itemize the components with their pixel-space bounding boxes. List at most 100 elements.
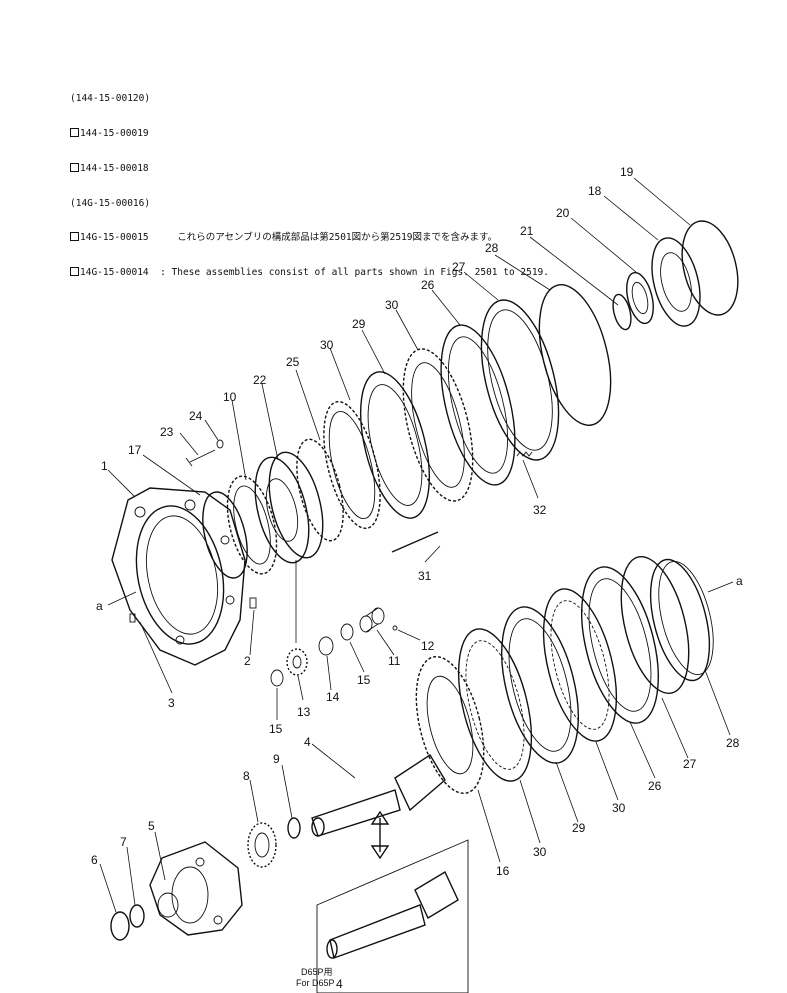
clutch-disc-part-30-b — [402, 348, 474, 502]
washer-part-7 — [129, 904, 145, 928]
piston-part-18 — [651, 237, 701, 327]
callout-13: 13 — [297, 705, 311, 719]
callout-a-left: a — [96, 599, 103, 613]
callout-3: 3 — [168, 696, 175, 710]
snap-ring-part-9 — [287, 817, 301, 839]
leader-lines — [99, 177, 734, 913]
callout-30-c: 30 — [533, 845, 547, 859]
callout-23: 23 — [160, 425, 174, 439]
checkbox-square-icon — [70, 162, 79, 172]
inset-label-jp: D65P用 — [301, 967, 333, 977]
callout-1: 1 — [101, 459, 108, 473]
spacer-part-15-a — [270, 669, 284, 687]
dowel-part-2 — [249, 597, 257, 609]
callout-32: 32 — [533, 503, 547, 517]
housing-part-1 — [111, 487, 246, 666]
inset-label-en: For D65P — [296, 978, 335, 988]
callout-7: 7 — [120, 835, 127, 849]
planet-carrier-part-5 — [149, 841, 243, 936]
callout-28-b: 28 — [726, 736, 740, 750]
pinion-gear-part-13 — [286, 648, 308, 676]
callout-9: 9 — [273, 752, 280, 766]
checkbox-square-icon — [70, 267, 79, 277]
callout-27-a: 27 — [452, 260, 466, 274]
callout-15-b: 15 — [357, 673, 371, 687]
header-line: 14G-15-00015 これらのアセンブリの構成部品は第2501図から第251… — [70, 232, 549, 244]
callout-5: 5 — [148, 819, 155, 833]
callout-8: 8 — [243, 769, 250, 783]
ring-gear-part-10 — [226, 475, 278, 575]
callout-a-right: a — [736, 574, 743, 588]
clutch-disc-part-30 — [323, 400, 381, 530]
callout-30-d: 30 — [612, 801, 626, 815]
dowel-part-3 — [129, 613, 136, 623]
callout-21: 21 — [520, 224, 534, 238]
clutch-plate-part-29-b — [501, 606, 579, 764]
callout-4-inset: 4 — [336, 977, 343, 991]
snap-ring-part-21 — [612, 293, 632, 331]
callout-31: 31 — [418, 569, 432, 583]
plate-part-27-b — [620, 555, 690, 695]
seal-ring-part-19 — [681, 220, 739, 316]
shaft-part-4 — [311, 754, 446, 837]
clutch-plate-part-26-b — [581, 566, 659, 724]
header-line: (14G-15-00016) — [70, 197, 151, 209]
callout-28-a: 28 — [485, 241, 499, 255]
ball-part-12 — [392, 625, 398, 631]
gear-part-25 — [296, 438, 344, 542]
d65p-inset — [316, 839, 469, 993]
header-line: 144-15-00019 — [70, 127, 549, 140]
checkbox-square-icon — [70, 127, 79, 137]
clutch-disc-part-30-c — [457, 628, 533, 782]
callout-25: 25 — [286, 355, 300, 369]
checkbox-square-icon — [70, 232, 79, 242]
callout-16: 16 — [496, 864, 510, 878]
plate-part-27 — [480, 299, 560, 461]
callout-24: 24 — [189, 409, 203, 423]
callout-10: 10 — [223, 390, 237, 404]
callout-29-b: 29 — [572, 821, 586, 835]
callout-12: 12 — [421, 639, 435, 653]
shaft-part-11 — [359, 607, 385, 633]
clutch-disc-part-30-d — [542, 588, 618, 742]
clutch-plate-part-26 — [440, 324, 516, 486]
carrier-part-22 — [254, 451, 324, 564]
callout-26-b: 26 — [648, 779, 662, 793]
callout-22: 22 — [253, 373, 267, 387]
spacer-part-15-b — [340, 623, 354, 641]
callout-30-b: 30 — [385, 298, 399, 312]
assembly-header: (144-15-00120) 144-15-00019 144-15-00018… — [70, 70, 549, 302]
callout-19: 19 — [620, 165, 634, 179]
callout-17: 17 — [128, 443, 142, 457]
callout-27-b: 27 — [683, 757, 697, 771]
callout-labels: 1 17 23 24 10 22 25 30 29 30 26 27 28 21… — [91, 165, 743, 991]
ring-part-28 — [538, 284, 612, 426]
gear-part-16 — [415, 655, 485, 795]
callout-2: 2 — [244, 654, 251, 668]
washer-part-24 — [216, 439, 224, 449]
callout-4: 4 — [304, 735, 311, 749]
snap-ring-part-6 — [110, 911, 130, 941]
ring-part-28-b — [649, 558, 714, 682]
snap-ring-part-17 — [202, 491, 248, 579]
clutch-plate-part-29 — [359, 371, 431, 519]
callout-26-a: 26 — [421, 278, 435, 292]
spring-part-32 — [516, 451, 533, 457]
callout-11: 11 — [388, 654, 401, 668]
callout-15-a: 15 — [269, 722, 283, 736]
header-line: (144-15-00120) — [70, 93, 151, 105]
callout-18: 18 — [588, 184, 602, 198]
header-line: 14G-15-00014 : These assemblies consist … — [70, 267, 549, 279]
double-arrow-icon — [370, 810, 390, 860]
bearing-part-14 — [318, 636, 334, 656]
header-line: 144-15-00018 — [70, 162, 549, 175]
callout-6: 6 — [91, 853, 98, 867]
callout-20: 20 — [556, 206, 570, 220]
callout-30-a: 30 — [320, 338, 334, 352]
bolt-part-23 — [185, 449, 216, 467]
bearing-part-20 — [626, 271, 654, 325]
callout-29-a: 29 — [352, 317, 366, 331]
gear-part-8 — [247, 822, 277, 868]
